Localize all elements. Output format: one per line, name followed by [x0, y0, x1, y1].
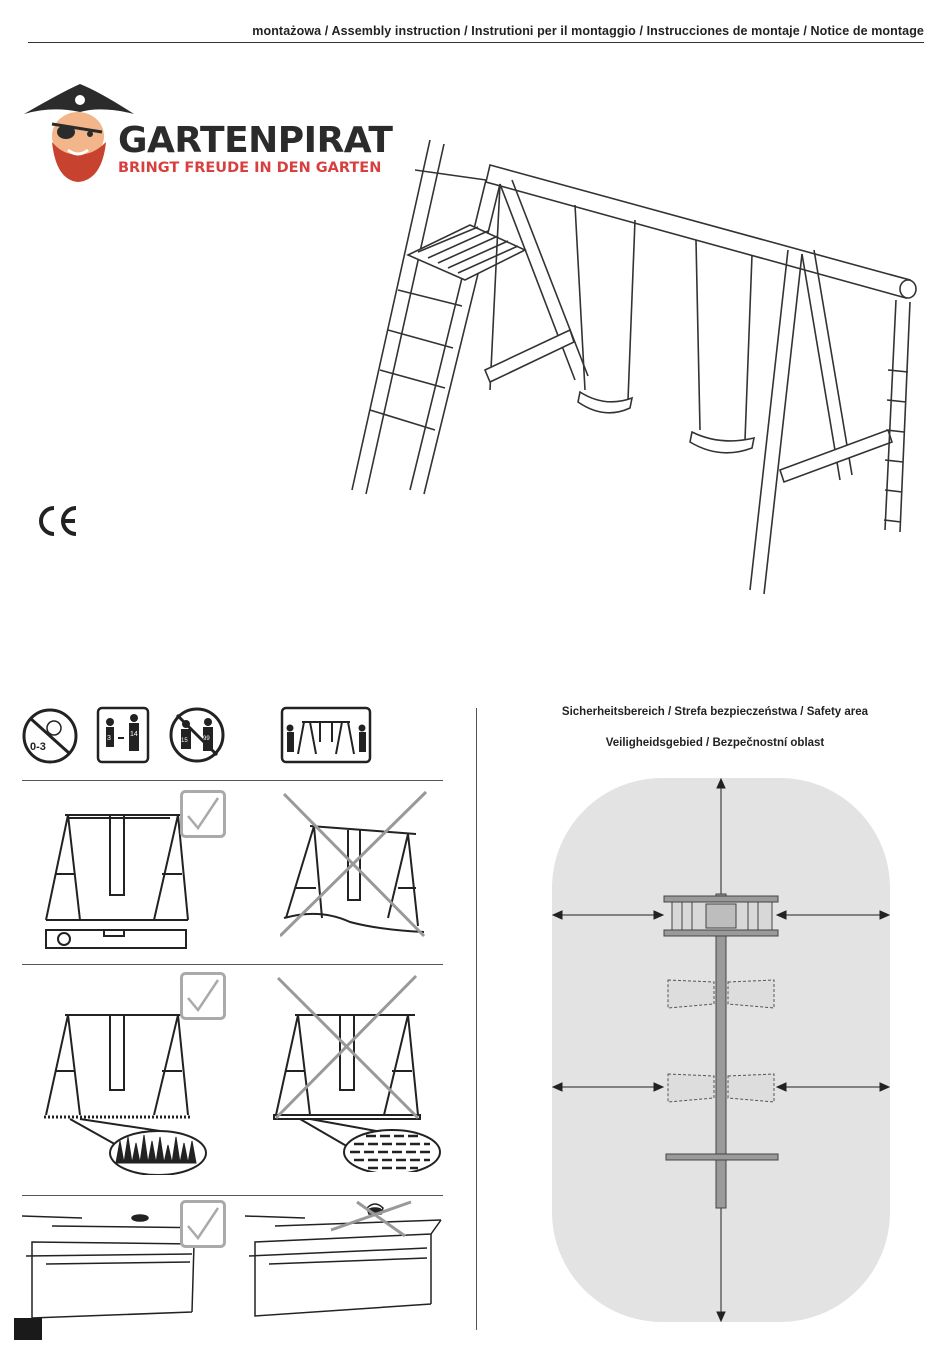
- checkmark-icon: [180, 790, 226, 838]
- safety-area-diagram: [548, 776, 894, 1326]
- divider: [22, 780, 443, 781]
- document-header-title: montażowa / Assembly instruction / Instr…: [252, 24, 924, 38]
- swing-set-illustration: [340, 130, 940, 600]
- divider: [22, 964, 443, 965]
- divider: [22, 1195, 443, 1196]
- incorrect-uneven-installation: [280, 790, 428, 940]
- safety-area-subtitle: Veiligheidsgebied / Bezpečnostní oblast: [500, 737, 930, 749]
- no-adults-icon: 15 99: [168, 706, 226, 764]
- header-rule: [28, 42, 924, 43]
- incorrect-hard-surface: [270, 972, 445, 1172]
- incorrect-anchor-protruding: [245, 1200, 445, 1320]
- two-adults-assembly-icon: [280, 706, 372, 764]
- restrict-min-label: 15: [181, 738, 188, 744]
- age-warning-label: 0-3: [30, 741, 46, 753]
- checkmark-icon: [180, 1200, 226, 1248]
- no-under-3-icon: 0-3: [20, 706, 80, 766]
- age-min-label: 3: [107, 735, 111, 742]
- age-max-label: 14: [130, 731, 138, 738]
- safety-area-title: Sicherheitsbereich / Strefa bezpieczeńst…: [500, 706, 930, 718]
- ce-mark-icon: [34, 504, 80, 538]
- column-divider: [476, 708, 477, 1330]
- checkmark-icon: [180, 972, 226, 1020]
- age-range-icon: 3 14: [96, 706, 150, 764]
- page-number-box: [14, 1318, 42, 1340]
